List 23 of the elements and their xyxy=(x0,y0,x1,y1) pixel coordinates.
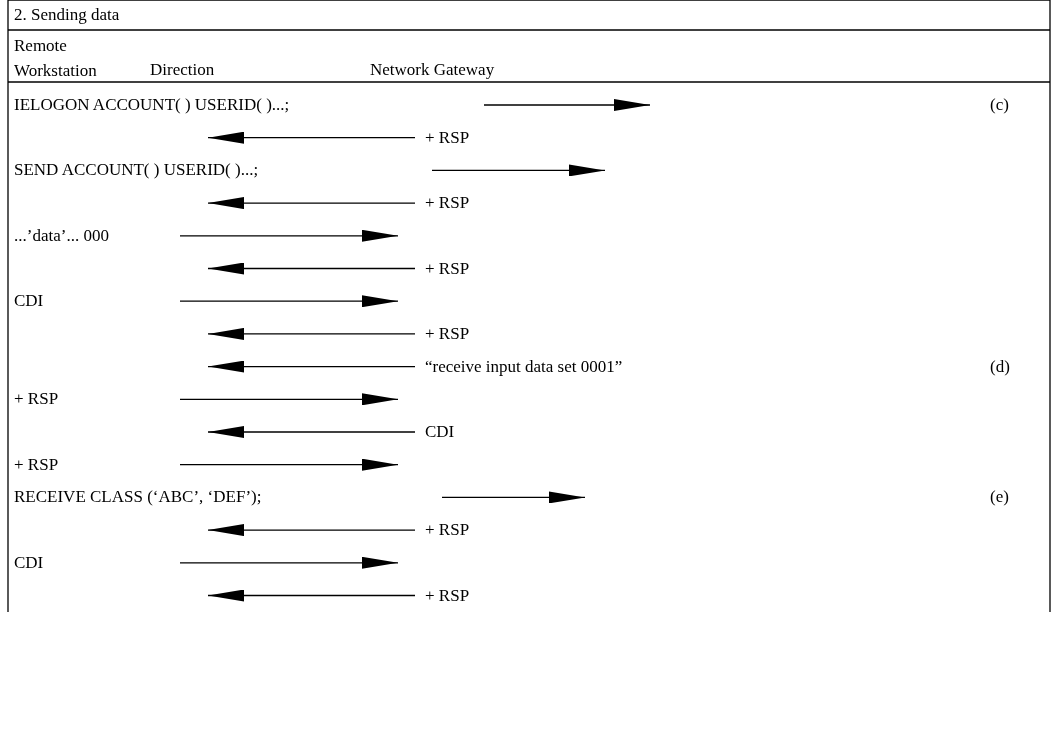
column-header: Direction xyxy=(150,59,215,81)
response-text: + RSP xyxy=(425,322,470,345)
command-text: CDI xyxy=(425,421,455,443)
message-text: “receive input data set 0001” xyxy=(425,355,623,378)
command-text: CDI xyxy=(14,551,44,574)
command-text: IELOGON ACCOUNT( ) USERID( )...; xyxy=(14,94,290,116)
data-text: ...’data’... 000 xyxy=(14,224,109,247)
response-text: + RSP xyxy=(425,584,470,607)
response-text: + RSP xyxy=(425,519,470,542)
response-text: + RSP xyxy=(425,257,470,280)
response-text: + RSP xyxy=(14,388,59,411)
command-text: SEND ACCOUNT( ) USERID( )...; xyxy=(14,159,259,182)
note-mark: (c) xyxy=(990,94,1009,116)
table-title: 2. Sending data xyxy=(14,4,120,26)
command-text: CDI xyxy=(14,290,44,313)
note-mark: (d) xyxy=(990,355,1010,378)
response-text: + RSP xyxy=(425,126,470,149)
response-text: + RSP xyxy=(14,453,59,476)
column-header: Network Gateway xyxy=(370,59,495,81)
response-text: + RSP xyxy=(425,192,470,215)
note-mark: (e) xyxy=(990,486,1009,509)
command-text: RECEIVE CLASS (‘ABC’, ‘DEF’); xyxy=(14,486,262,509)
column-header: Remote Workstation xyxy=(14,35,98,82)
